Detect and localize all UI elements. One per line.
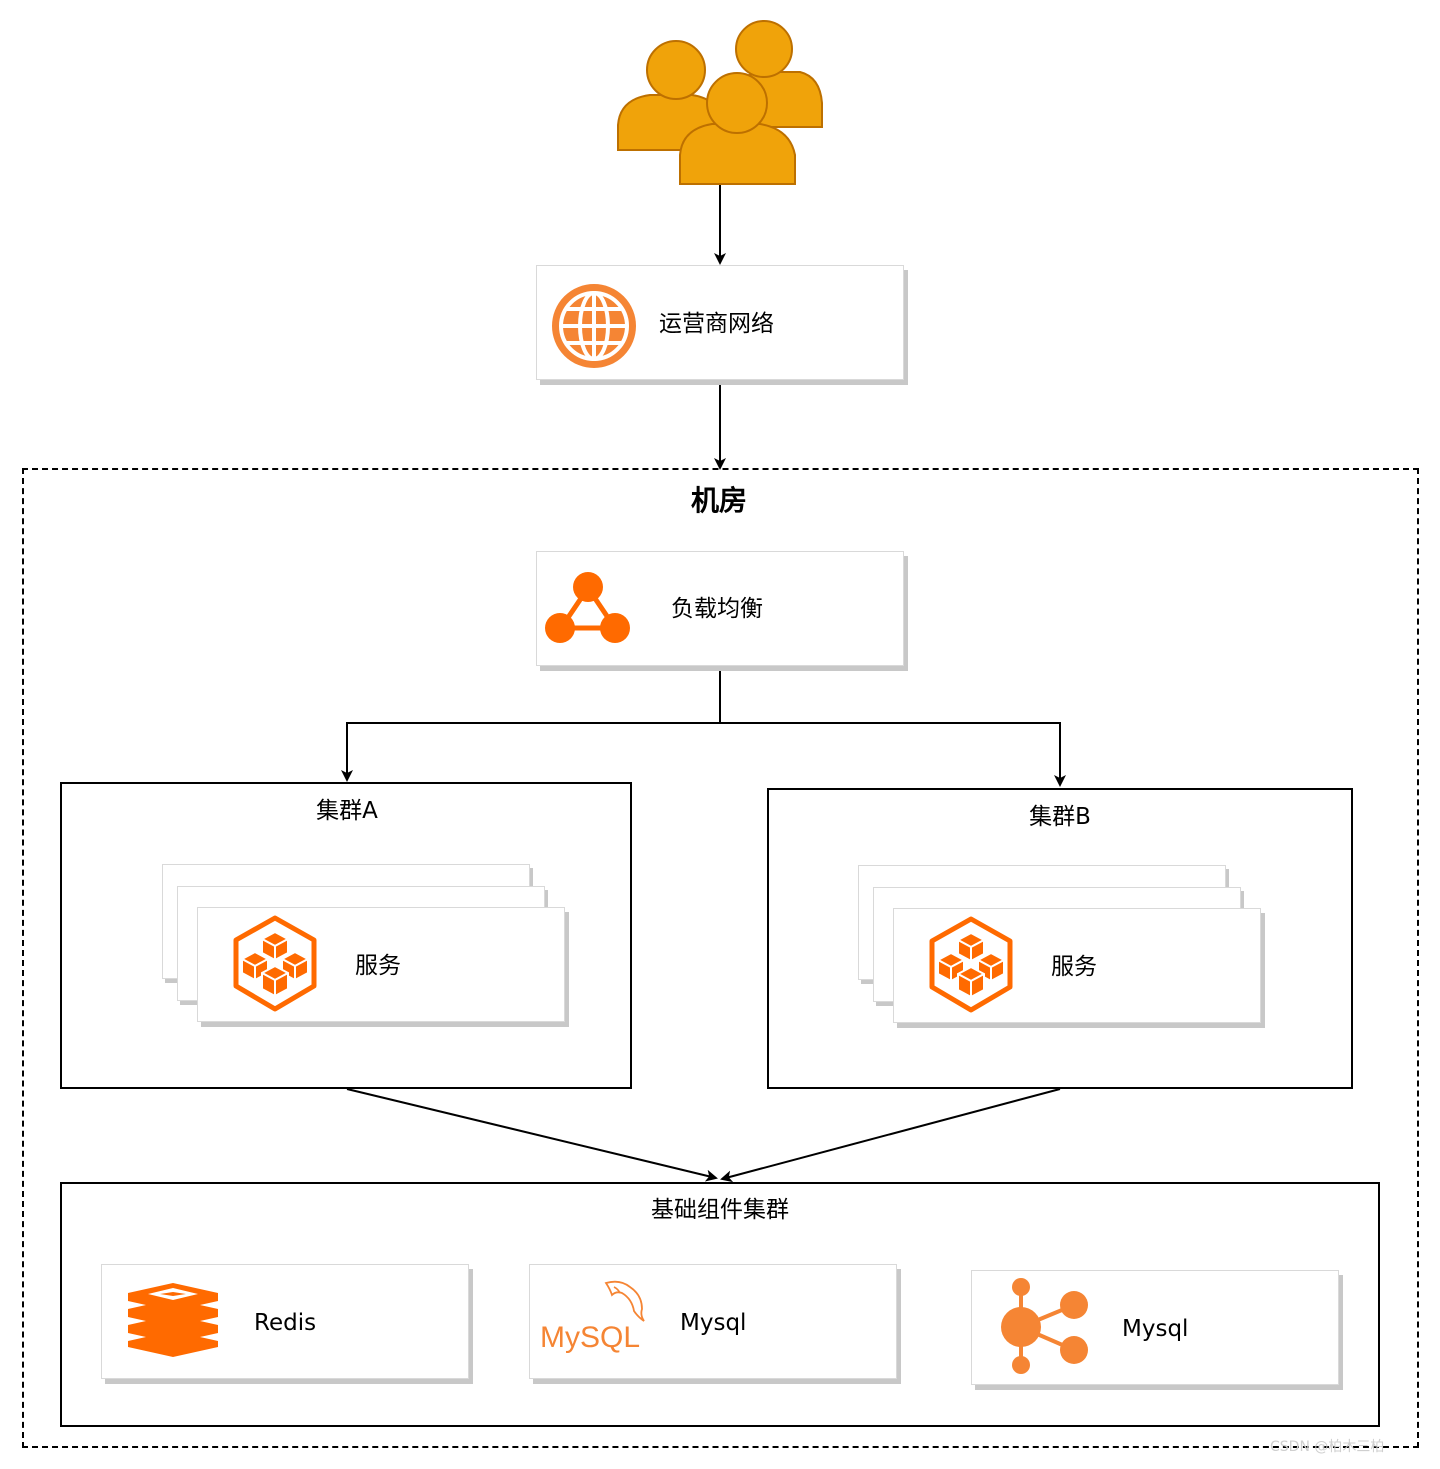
- base-cluster-title: 基础组件集群: [651, 1197, 789, 1223]
- mysql-node: MySQL Mysql: [529, 1264, 897, 1379]
- cluster-a-service-node: 服务: [197, 907, 565, 1022]
- hub-label: Mysql: [1122, 1316, 1189, 1342]
- mysql-label: Mysql: [680, 1310, 747, 1336]
- edge-cluster-b-base: [720, 1088, 1061, 1183]
- hub-node: Mysql: [971, 1270, 1339, 1385]
- load-balancer-label: 负载均衡: [671, 596, 763, 622]
- globe-icon: [552, 284, 636, 368]
- watermark: CSDN @柏木三柏: [1270, 1439, 1385, 1455]
- redis-label: Redis: [254, 1310, 317, 1336]
- load-balancer-icon: [545, 572, 630, 643]
- load-balancer-node: 负载均衡: [536, 551, 904, 666]
- mysql-icon: MySQL: [540, 1280, 645, 1354]
- datacenter-title: 机房: [690, 484, 748, 517]
- edge-lb-cluster-b: [720, 722, 1066, 787]
- cluster-a-title: 集群A: [316, 798, 378, 824]
- edge-lb-cluster-a: [341, 668, 721, 782]
- network-node: 运营商网络: [536, 265, 904, 380]
- service-cube-icon: [233, 915, 317, 1012]
- cluster-b-service-label: 服务: [1051, 954, 1097, 980]
- datacenter-container: [22, 468, 1419, 1448]
- cluster-b-title: 集群B: [1029, 804, 1091, 830]
- cluster-b-service-node: 服务: [893, 908, 1261, 1023]
- redis-icon: [128, 1283, 218, 1357]
- network-label: 运营商网络: [659, 311, 774, 337]
- hub-nodes-icon: [1001, 1278, 1088, 1374]
- redis-node: Redis: [101, 1264, 469, 1379]
- users-group-icon: [617, 20, 823, 185]
- edge-cluster-a-base: [346, 1088, 718, 1182]
- service-cube-icon: [929, 916, 1013, 1013]
- cluster-a-service-label: 服务: [355, 953, 401, 979]
- mysql-logo-text: MySQL: [540, 1321, 640, 1354]
